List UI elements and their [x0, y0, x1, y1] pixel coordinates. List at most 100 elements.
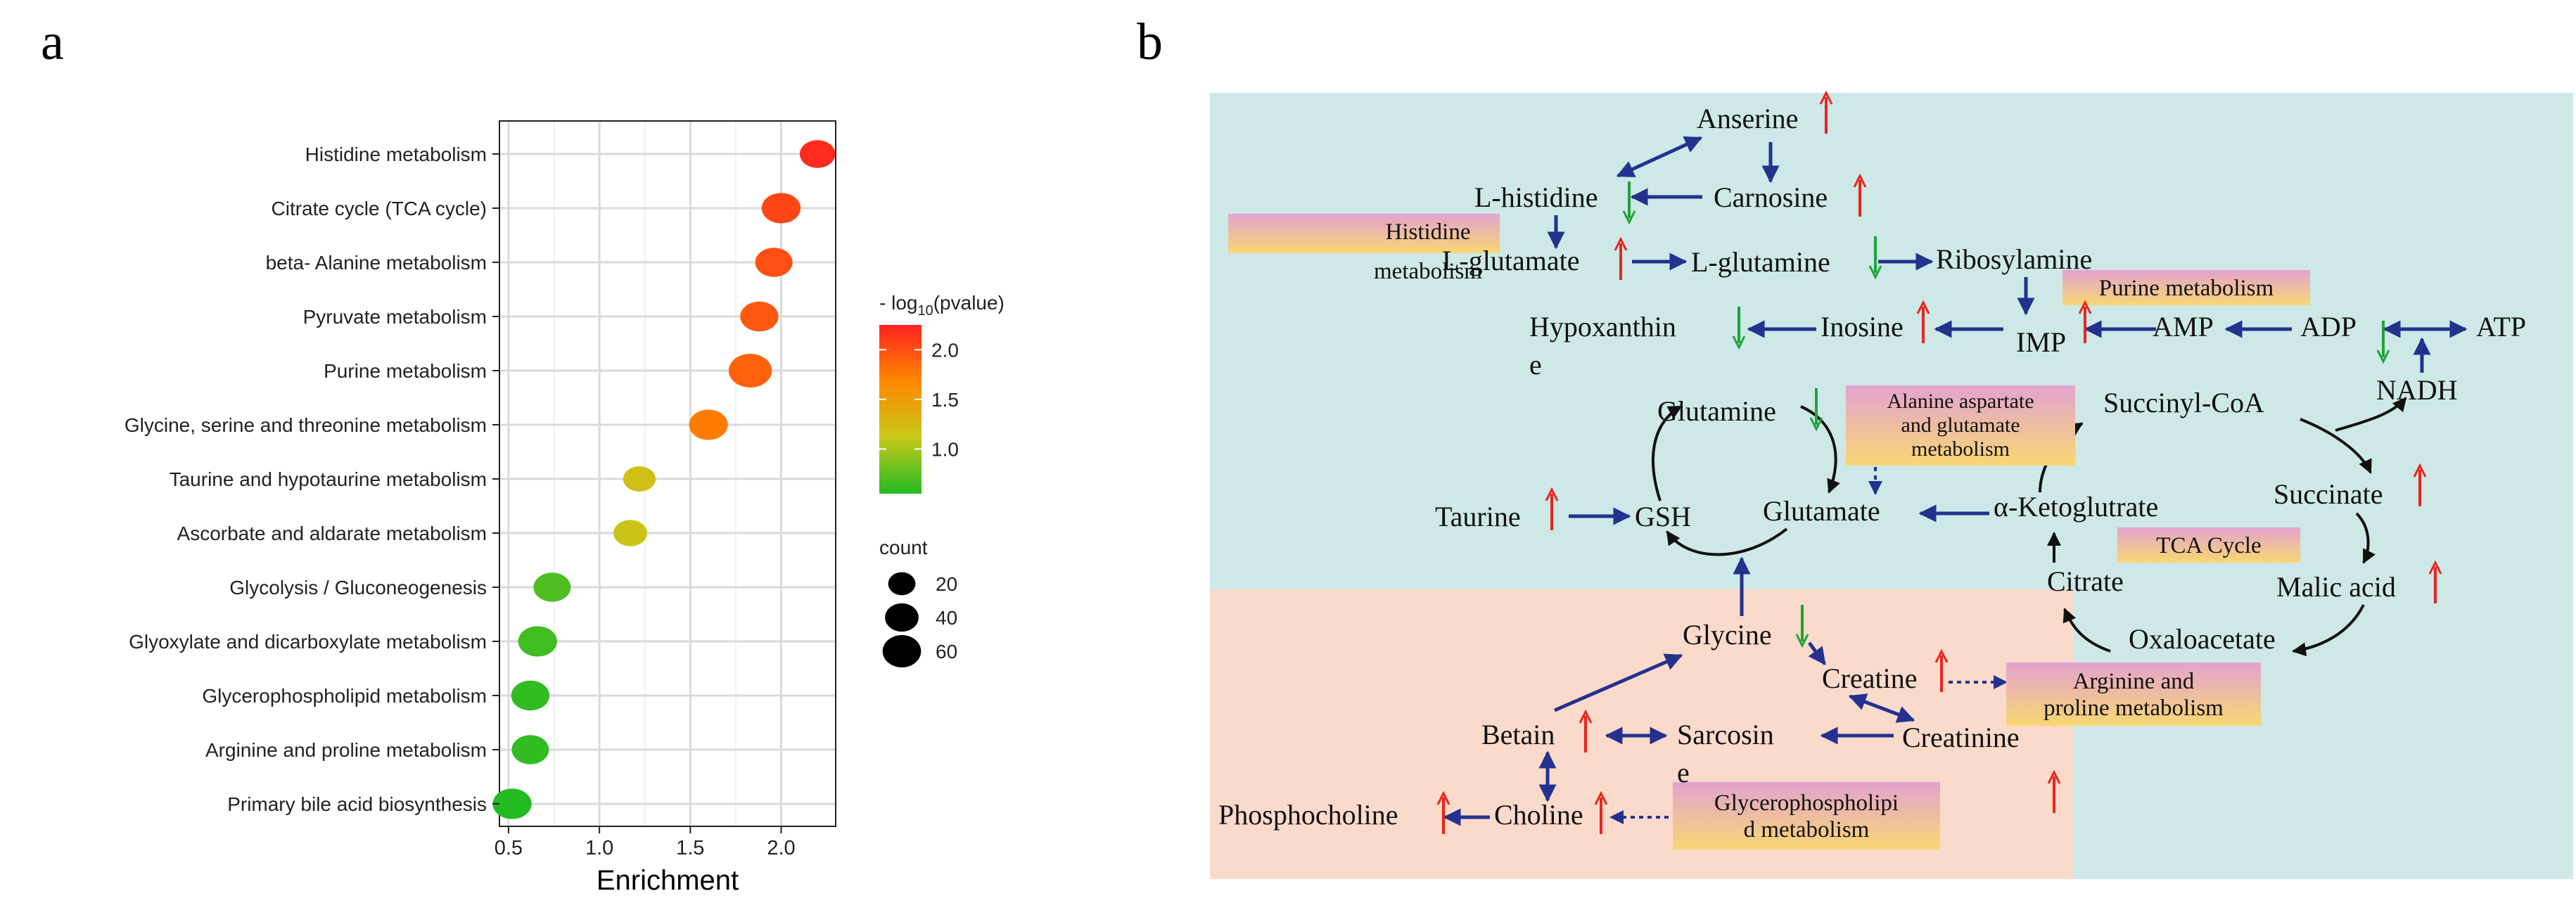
metabolite-hypoxanthine-1: Hypoxanthin — [1529, 311, 1676, 342]
size-legend-dot — [888, 572, 916, 596]
y-tick-label: Glycerophospholipid metabolism — [202, 685, 487, 707]
metabolite-glycine: Glycine — [1683, 619, 1772, 651]
metabolite-betain: Betain — [1481, 719, 1555, 750]
metabolite-imp: IMP — [2016, 326, 2066, 358]
metabolite-choline: Choline — [1494, 799, 1583, 831]
pathway-label: TCA Cycle — [2156, 533, 2261, 558]
plot-background — [499, 121, 836, 826]
pathway-label: proline metabolism — [2043, 696, 2224, 721]
pathway-label: metabolism — [1374, 259, 1482, 284]
metabolite-carnosine: Carnosine — [1714, 181, 1828, 213]
pathway-box-purine: Purine metabolism — [2062, 270, 2310, 305]
metabolite-ketoglutrate: α-Ketoglutrate — [1994, 491, 2158, 523]
pathway-label: metabolism — [1911, 437, 2010, 461]
metabolite-creatinine: Creatinine — [1902, 722, 2020, 753]
metabolite-taurine: Taurine — [1435, 501, 1521, 532]
curve-succinate-malic — [2355, 512, 2376, 564]
x-tick-label: 2.0 — [767, 837, 795, 859]
y-tick-label: Glyoxylate and dicarboxylate metabolism — [129, 631, 487, 653]
y-tick-label: Arginine and proline metabolism — [205, 739, 487, 761]
pathway-box-glycerophospholipid: Glycerophospholipid metabolism — [1673, 782, 1940, 850]
x-tick-label: 0.5 — [495, 837, 523, 859]
bubble-point — [511, 680, 550, 711]
color-legend-title: - log10(pvalue) — [879, 292, 1005, 319]
arrow-glycine-creatine — [1807, 641, 1827, 666]
y-tick-label: Glycolysis / Gluconeogenesis — [229, 577, 487, 598]
x-tick-label: 1.0 — [585, 837, 613, 859]
bubble-point — [511, 735, 549, 764]
curve-succinylcoa-nadh — [2335, 397, 2407, 432]
metabolite-l-glutamate: L-glutamate — [1442, 245, 1579, 276]
curve-glutamate-gsh — [1666, 527, 1788, 556]
bubble-point — [533, 572, 571, 602]
color-legend-label: 1.5 — [931, 389, 959, 411]
metabolite-creatine: Creatine — [1822, 662, 1918, 694]
x-axis-label: Enrichment — [597, 865, 739, 896]
pathway-box-tca: TCA Cycle — [2117, 527, 2300, 563]
x-tick-label: 1.5 — [676, 837, 704, 859]
metabolite-sarcosine-2: e — [1677, 757, 1690, 788]
metabolite-phosphocholine: Phosphocholine — [1218, 799, 1398, 831]
bubble-point — [613, 520, 647, 546]
size-legend-dot — [882, 634, 922, 668]
y-tick-label: Histidine metabolism — [305, 143, 487, 165]
metabolite-oxaloacetate: Oxaloacetate — [2129, 623, 2276, 655]
pathway-label: Alanine aspartate — [1887, 390, 2034, 413]
metabolite-ribosylamine: Ribosylamine — [1936, 243, 2092, 275]
y-tick-label: Pyruvate metabolism — [303, 306, 487, 328]
bubble-point — [492, 788, 532, 819]
y-tick-label: Purine metabolism — [324, 360, 487, 382]
y-tick-label: Ascorbate and aldarate metabolism — [177, 523, 487, 544]
pathway-label: Purine metabolism — [2099, 276, 2274, 301]
bubble-point — [740, 301, 779, 332]
bubble-point — [623, 466, 656, 492]
size-legend-title: count — [879, 537, 928, 558]
metabolite-succinate: Succinate — [2274, 478, 2383, 510]
metabolite-amp: AMP — [2153, 311, 2214, 342]
metabolite-l-glutamine: L-glutamine — [1691, 246, 1830, 278]
metabolite-nadh: NADH — [2376, 374, 2458, 406]
y-tick-label: Taurine and hypotaurine metabolism — [170, 468, 487, 490]
metabolite-atp: ATP — [2476, 311, 2526, 342]
bubble-point — [518, 626, 557, 657]
metabolite-succinyl-coa: Succinyl-CoA — [2103, 387, 2264, 418]
y-tick-label: Primary bile acid biosynthesis — [227, 793, 487, 815]
size-legend-label: 60 — [936, 641, 957, 662]
bubble-point — [761, 193, 801, 224]
curve-oxaloacetate-citrate — [2062, 608, 2111, 653]
metabolite-sarcosine-1: Sarcosin — [1677, 719, 1774, 750]
panel-label-a: a — [41, 13, 64, 71]
color-legend-label: 2.0 — [931, 339, 959, 361]
bubble-point — [728, 353, 772, 388]
y-tick-label: Glycine, serine and threonine metabolism — [125, 414, 487, 436]
color-legend-label: 1.0 — [931, 438, 959, 460]
metabolite-anserine: Anserine — [1697, 103, 1798, 134]
bubble-point — [689, 409, 728, 440]
metabolite-inosine: Inosine — [1821, 311, 1904, 342]
color-legend-bar — [879, 325, 922, 494]
arrow-betain-glycine — [1554, 653, 1683, 712]
metabolite-l-histidine: L-histidine — [1474, 181, 1598, 213]
plot-frame — [499, 120, 836, 827]
y-tick-label: beta- Alanine metabolism — [266, 252, 487, 274]
metabolite-hypoxanthine-2: e — [1529, 349, 1542, 380]
pathway-label: and glutamate — [1901, 414, 2020, 437]
panel-label-b: b — [1137, 13, 1163, 71]
y-tick-label: Citrate cycle (TCA cycle) — [272, 198, 487, 219]
size-legend-label: 20 — [936, 573, 957, 595]
metabolite-citrate: Citrate — [2047, 565, 2124, 597]
arrow-creatine-creatinine — [1848, 693, 1915, 723]
metabolite-glutamate: Glutamate — [1763, 495, 1880, 527]
curve-gsh-glutamine — [1652, 405, 1683, 501]
metabolite-adp: ADP — [2300, 311, 2357, 342]
size-legend-label: 40 — [936, 607, 957, 629]
bubble-point — [755, 248, 793, 277]
pathway-label: Glycerophospholipi — [1714, 790, 1899, 816]
metabolite-malic-acid: Malic acid — [2276, 571, 2396, 603]
metabolite-gsh: GSH — [1635, 501, 1691, 532]
